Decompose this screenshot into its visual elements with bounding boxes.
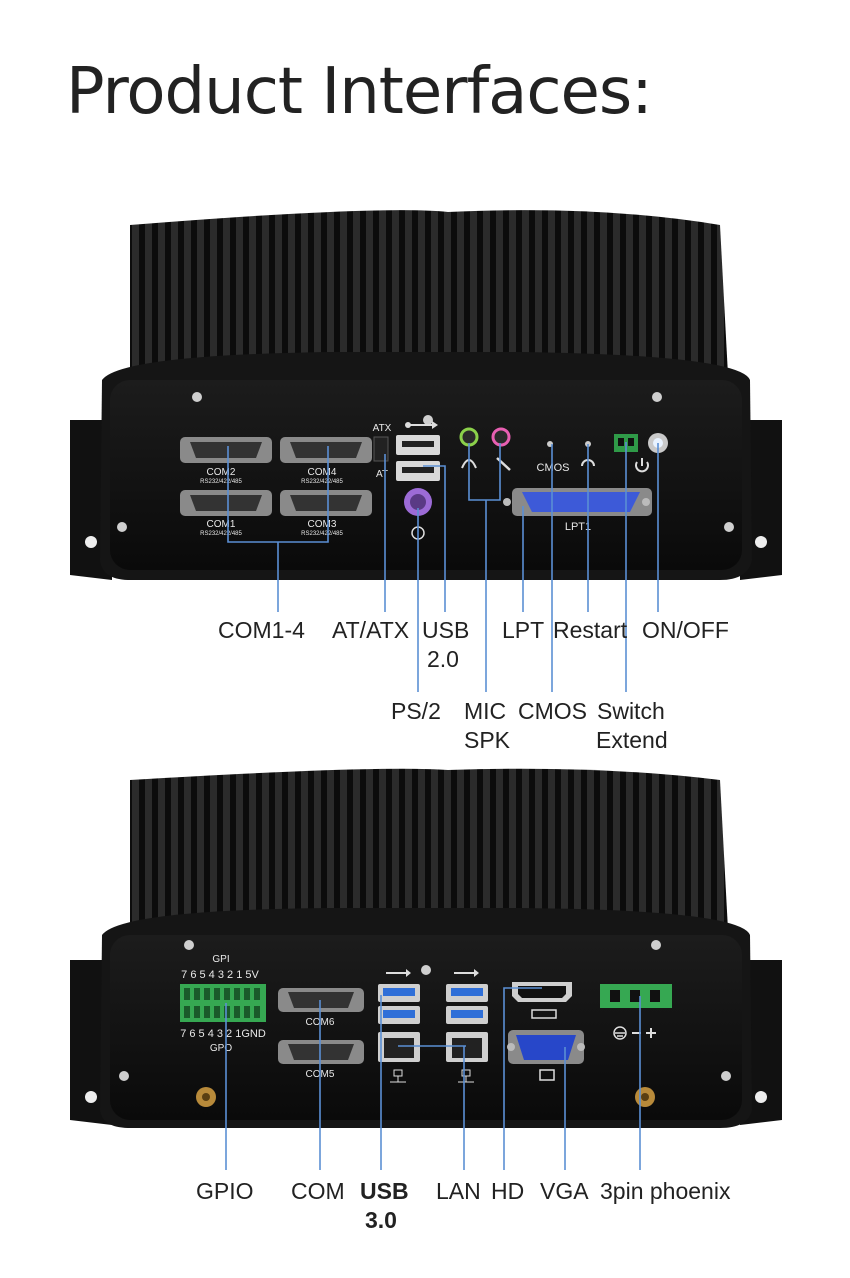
com1-port (180, 490, 272, 516)
network-icon-1 (390, 1069, 406, 1083)
callout-usb2-line2: 2.0 (427, 646, 459, 672)
callout-3pin-phoenix: 3pin phoenix (600, 1178, 731, 1204)
usb-icon-left (386, 969, 411, 977)
com2-panel-label: COM2 (207, 467, 236, 478)
usb3-port-3 (446, 984, 488, 1002)
callout-extend: Extend (596, 727, 668, 753)
callout-gpio: GPIO (196, 1178, 254, 1204)
com5-port (278, 1040, 364, 1064)
usb-icon (405, 421, 438, 429)
com4-port (280, 437, 372, 463)
callout-cmos: CMOS (518, 698, 587, 724)
usb2-port-bottom (396, 461, 440, 481)
plus-icon (646, 1028, 656, 1038)
callout-com: COM (291, 1178, 345, 1204)
bottom-callout-lines (225, 987, 641, 1170)
usb-icon-right (454, 969, 479, 977)
atx-panel-label: ATX (373, 423, 392, 434)
callout-usb3-line1: USB (360, 1178, 409, 1204)
com1-rs-label: RS232/422/485 (200, 531, 242, 537)
com2-port (180, 437, 272, 463)
at-panel-label: AT (376, 469, 388, 480)
mic-jack (491, 427, 511, 447)
callout-at-atx: AT/ATX (332, 617, 410, 643)
com3-port (280, 490, 372, 516)
bottom-mini-pc: GPI 7 6 5 4 3 2 1 5V 7 6 5 4 3 2 1GND GP… (70, 768, 782, 1128)
gpo-label: GPO (210, 1043, 232, 1054)
heatsink-fins-right (448, 210, 728, 375)
usb3-port-1 (378, 984, 420, 1002)
com3-rs-label: RS232/422/485 (301, 531, 343, 537)
callout-ps2: PS/2 (391, 698, 441, 724)
usb3-port-4 (446, 1006, 488, 1024)
antenna-connector-left (196, 1087, 216, 1107)
heatsink-fins-left (130, 210, 448, 375)
com3-panel-label: COM3 (308, 519, 337, 530)
callout-restart: Restart (553, 617, 628, 643)
power-icon (635, 458, 649, 473)
bottom-io-panel (110, 935, 742, 1120)
microphone-icon (496, 457, 511, 471)
callout-spk: SPK (464, 727, 511, 753)
hdmi-port (512, 982, 572, 1002)
at-atx-switch (373, 436, 389, 462)
callout-usb3-line2: 3.0 (365, 1207, 397, 1233)
antenna-connector-right (635, 1087, 655, 1107)
lan-port-2 (446, 1032, 488, 1062)
speaker-jack (459, 427, 479, 447)
com1-panel-label: COM1 (207, 519, 236, 530)
callout-on-off: ON/OFF (642, 617, 729, 643)
network-icon-2 (458, 1069, 474, 1083)
gpi-label: GPI (212, 954, 229, 965)
callout-lpt: LPT (502, 617, 545, 643)
gpo-pins-label: 7 6 5 4 3 2 1GND (180, 1028, 266, 1040)
monitor-icon (539, 1069, 555, 1081)
com4-rs-label: RS232/422/485 (301, 479, 343, 485)
top-callout-lines (227, 442, 659, 692)
vga-port (507, 1030, 585, 1064)
com2-rs-label: RS232/422/485 (200, 479, 242, 485)
callout-com1-4: COM1-4 (218, 617, 305, 643)
lpt-panel-label: LPT1 (565, 521, 591, 533)
usb3-port-2 (378, 1006, 420, 1024)
top-mini-pc: COM2 RS232/422/485 COM4 RS232/422/485 CO… (70, 210, 782, 580)
hdmi-icon (531, 1009, 557, 1019)
page-title: Product Interfaces: (66, 55, 653, 129)
com4-panel-label: COM4 (308, 467, 337, 478)
usb2-port-top (396, 435, 440, 455)
callout-vga: VGA (540, 1178, 589, 1204)
callout-hd: HD (491, 1178, 525, 1204)
callout-lan: LAN (436, 1178, 481, 1204)
callout-usb2-line1: USB (422, 617, 470, 643)
cmos-panel-label: CMOS (537, 462, 570, 474)
com6-port (278, 988, 364, 1012)
callout-switch: Switch (597, 698, 665, 724)
phoenix-terminal (600, 984, 672, 1008)
lan-port-1 (378, 1032, 420, 1062)
ground-icon (613, 1026, 627, 1040)
gpi-pins-label: 7 6 5 4 3 2 1 5V (181, 969, 259, 981)
lpt-port (503, 488, 652, 516)
gpio-terminal (180, 984, 266, 1022)
callout-mic: MIC (464, 698, 507, 724)
